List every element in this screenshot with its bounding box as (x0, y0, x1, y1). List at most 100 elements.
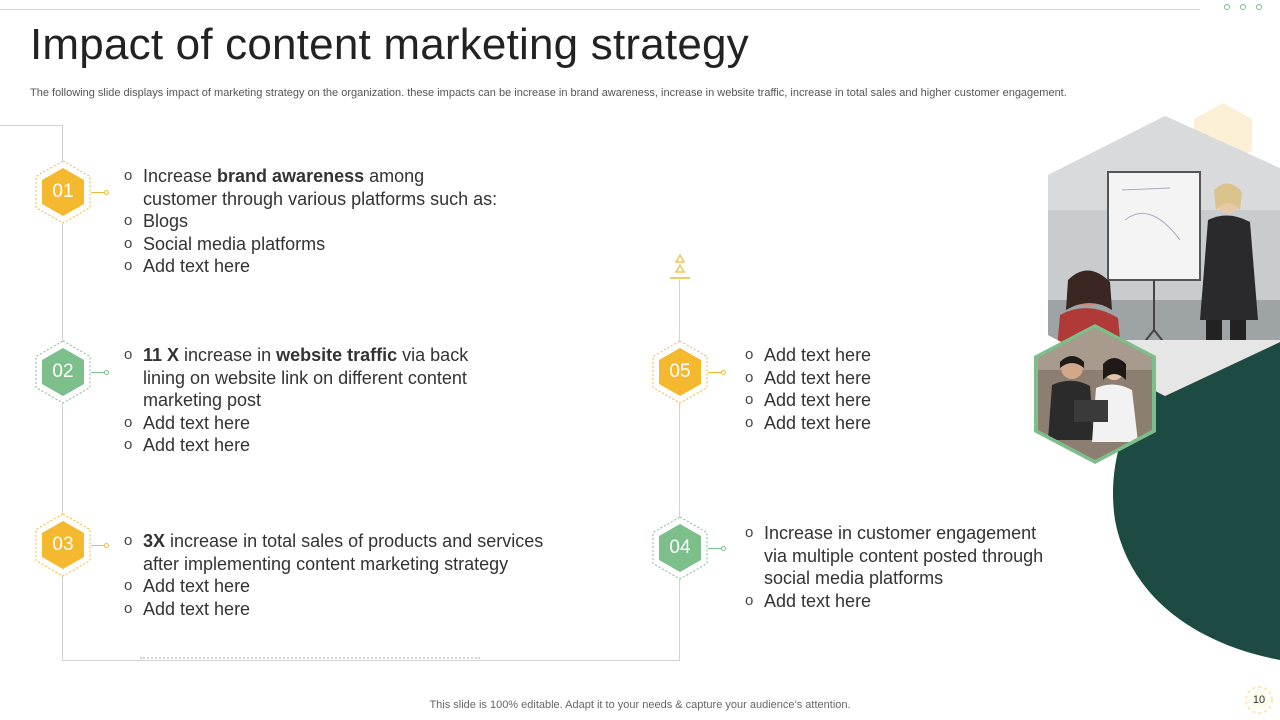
hexagon-icon (35, 340, 91, 404)
lead-row: o 3X increase in total sales of products… (124, 530, 604, 553)
timeline-top-segment (0, 125, 63, 126)
lead-text: 11 X increase in website traffic via bac… (143, 344, 584, 367)
hexagon-icon (652, 516, 708, 580)
bullet: o (124, 167, 133, 184)
list-item: o Add text here (124, 434, 584, 457)
list-item: o Social media platforms (124, 233, 584, 256)
connector-line (708, 372, 724, 373)
impact-block-02: o 11 X increase in website traffic via b… (124, 344, 584, 457)
bullet: o (124, 257, 133, 274)
list-item: o Add text here (124, 412, 584, 435)
flower-icon (1245, 686, 1273, 714)
list-item: o Add text here (745, 344, 1025, 367)
slide-subtitle: The following slide displays impact of m… (30, 87, 1067, 99)
bullet: o (124, 413, 133, 431)
lead-row: o 11 X increase in website traffic via b… (124, 344, 584, 367)
slide-title: Impact of content marketing strategy (30, 20, 749, 69)
lead-text-bold: website traffic (276, 345, 398, 365)
dot-icon (1240, 4, 1246, 10)
timeline-right-vertical (679, 280, 680, 660)
lead-text-bold: 11 X (143, 345, 180, 365)
impact-block-03: o 3X increase in total sales of products… (124, 530, 604, 620)
bullet: o (124, 234, 133, 252)
step-number: 01 (52, 181, 74, 202)
arrow-up-icon (670, 253, 690, 279)
lead-row: o Increase brand awareness among (124, 165, 584, 188)
bullet: o (745, 346, 754, 363)
page-number-badge: 10 (1238, 684, 1280, 716)
step-badge-01: 01 (35, 160, 91, 224)
connector-line (91, 545, 107, 546)
bullet: o (745, 591, 754, 609)
connector-dot (104, 190, 109, 195)
lead-text: 3X increase in total sales of products a… (143, 530, 604, 553)
list-item-text: Blogs (143, 211, 189, 231)
connector-dot (104, 370, 109, 375)
lead-continuation: customer through various platforms such … (143, 188, 498, 209)
list-item-text: Add text here (764, 412, 872, 433)
impact-block-01: o Increase brand awareness among custome… (124, 165, 584, 278)
dot-icon (1224, 4, 1230, 10)
bullet: o (745, 524, 754, 541)
bullet: o (124, 577, 133, 594)
step-badge-03: 03 (35, 513, 91, 577)
list-item-text: Social media platforms (143, 233, 326, 254)
list-item-text: Add text here (764, 345, 872, 365)
lead-continuation: after implementing content marketing str… (143, 553, 509, 574)
step-badge-02: 02 (35, 340, 91, 404)
lead-text-bold: 3X (143, 531, 166, 551)
lead-text-part: among (364, 166, 425, 186)
top-rule (0, 9, 1200, 10)
top-dots-decoration (1224, 4, 1262, 10)
lead-continuation: lining on website link on different cont… (143, 367, 467, 388)
list-item-text: Add text here (764, 590, 872, 611)
lead-row: o Increase in customer engagement (745, 522, 1075, 545)
list-item: o Blogs (124, 210, 584, 233)
bullet: o (124, 599, 133, 617)
bullet: o (124, 532, 133, 549)
decorative-graphic (1034, 103, 1280, 660)
decorative-photo-area (1030, 100, 1280, 700)
dotted-separator (140, 657, 480, 659)
impact-block-04: o Increase in customer engagement via mul… (745, 522, 1075, 612)
list-item-text: Add text here (143, 435, 251, 455)
bullet: o (124, 436, 133, 453)
hexagon-icon (652, 340, 708, 404)
list-item-text: Add text here (143, 412, 251, 433)
hexagon-icon (35, 160, 91, 224)
lead-text-part: Increase (143, 166, 218, 186)
connector-dot (721, 370, 726, 375)
connector-dot (104, 543, 109, 548)
list-item-text: Add text here (764, 390, 872, 410)
lead-text-part: increase in (179, 345, 277, 365)
lead-text: Increase in customer engagement (764, 523, 1037, 543)
lead-text-part: via back (397, 345, 469, 365)
connector-line (91, 372, 107, 373)
list-item-text: Add text here (143, 598, 251, 619)
hexagon-icon (35, 513, 91, 577)
lead-text: Increase brand awareness among (143, 165, 584, 188)
bullet: o (124, 346, 133, 363)
bullet: o (745, 391, 754, 408)
step-number: 02 (52, 361, 74, 382)
list-item-text: Add text here (143, 256, 251, 276)
footer-note: This slide is 100% editable. Adapt it to… (429, 699, 851, 711)
list-item: o Add text here (124, 598, 604, 621)
bullet: o (124, 212, 133, 229)
lead-continuation: marketing post (143, 390, 262, 410)
list-item-text: Add text here (764, 367, 872, 388)
list-item: o Add text here (745, 412, 1025, 435)
lead-continuation: via multiple content posted through (764, 545, 1044, 566)
list-item: o Add text here (124, 575, 604, 598)
step-badge-04: 04 (652, 516, 708, 580)
connector-line (708, 548, 724, 549)
list-item-text: Add text here (143, 576, 251, 596)
list-item: o Add text here (745, 389, 1025, 412)
connector-dot (721, 546, 726, 551)
step-number: 03 (52, 534, 74, 555)
lead-text-part: increase in total sales of products and … (165, 531, 544, 551)
bullet: o (745, 413, 754, 431)
lead-text-bold: brand awareness (217, 166, 365, 186)
